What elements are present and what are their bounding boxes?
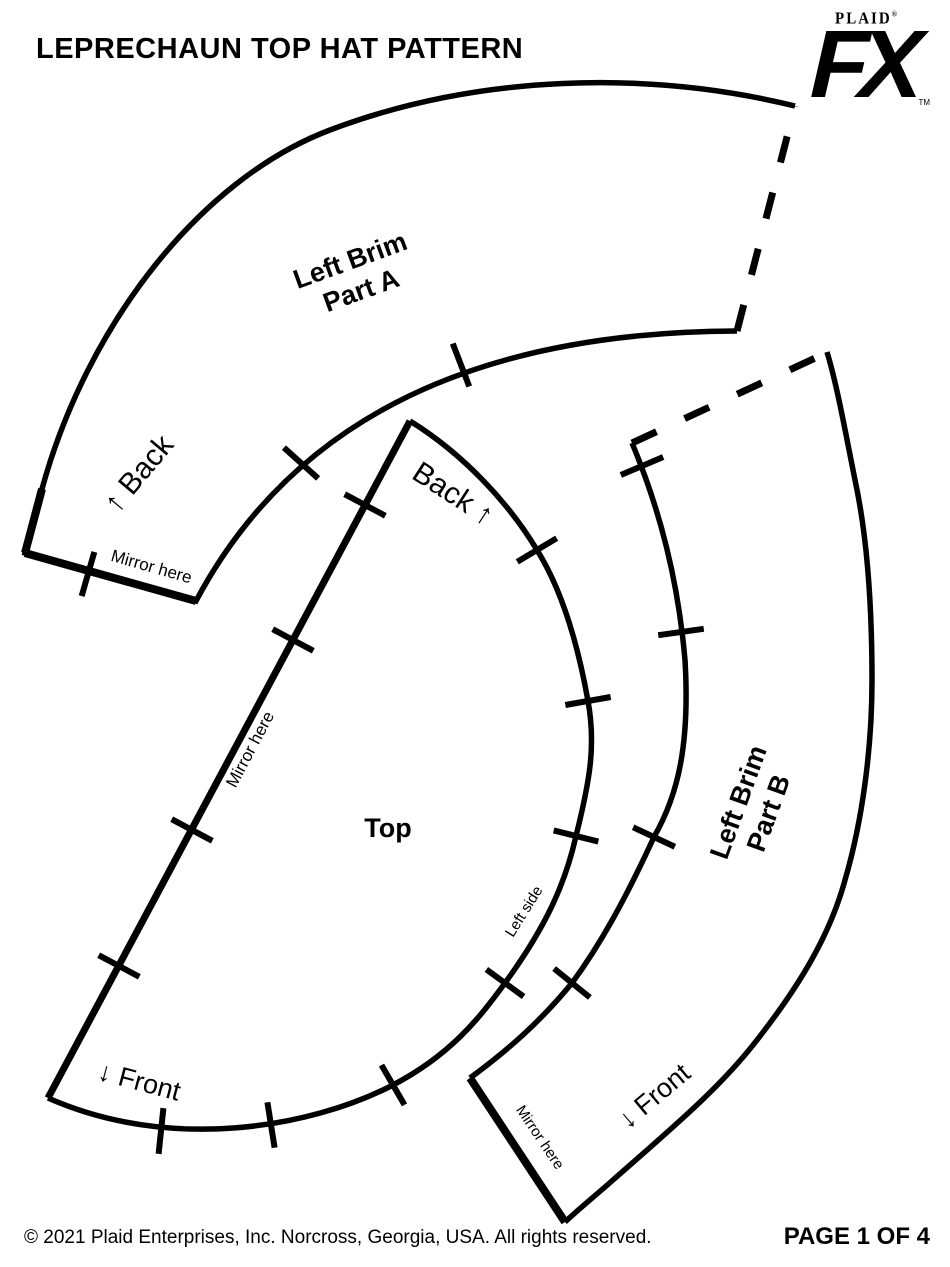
tick-mark bbox=[657, 625, 705, 639]
registered-mark: ® bbox=[891, 9, 899, 19]
piece-left-brim-part-b: Left Brim Part B ↓ Front Mirror here bbox=[466, 350, 875, 1225]
tick-mark bbox=[155, 1107, 167, 1155]
tick-mark bbox=[484, 967, 526, 999]
part-a-outline bbox=[21, 79, 796, 605]
tick-mark bbox=[271, 626, 315, 654]
logo-brand-text: PLAID® bbox=[835, 9, 899, 29]
piece-top: Top Back ↑ ↓ Front Mirror here Left side bbox=[44, 418, 612, 1155]
top-fill bbox=[48, 421, 592, 1130]
tick-mark bbox=[343, 491, 387, 519]
part-b-inner-curve bbox=[468, 441, 689, 1081]
piece-left-brim-part-a: Left Brim Part A ↑ Back Mirror here bbox=[21, 79, 799, 605]
tick-mark bbox=[264, 1101, 278, 1149]
copyright-text: © 2021 Plaid Enterprises, Inc. Norcross,… bbox=[24, 1227, 652, 1248]
part-a-mirror-edge bbox=[23, 549, 198, 605]
tick-mark bbox=[552, 966, 592, 1000]
tick-mark bbox=[515, 535, 559, 565]
part-b-mirror-edge bbox=[466, 1075, 569, 1225]
part-a-fill bbox=[25, 82, 795, 601]
tick-mark bbox=[552, 827, 600, 845]
part-a-dashed-edge bbox=[733, 105, 799, 332]
tick-mark bbox=[564, 694, 612, 708]
plaid-fx-logo: PLAID® FX TM bbox=[802, 9, 932, 118]
part-b-fill bbox=[470, 352, 872, 1222]
tick-mark bbox=[97, 952, 141, 980]
page-title: LEPRECHAUN TOP HAT PATTERN bbox=[36, 33, 524, 65]
part-b-dashed-edge bbox=[630, 350, 826, 447]
page-number: PAGE 1 OF 4 bbox=[783, 1223, 930, 1250]
tick-mark bbox=[78, 551, 98, 597]
top-mirror-edge bbox=[44, 419, 414, 1100]
tick-mark bbox=[449, 342, 473, 388]
top-label: Top bbox=[364, 813, 411, 843]
part-b-outer-curve bbox=[563, 351, 875, 1225]
tick-mark bbox=[631, 824, 677, 850]
part-a-end-cut-edge bbox=[21, 487, 46, 555]
tick-mark bbox=[170, 816, 214, 844]
trademark-mark: TM bbox=[918, 98, 930, 108]
tick-mark bbox=[281, 445, 321, 481]
tick-mark bbox=[378, 1063, 408, 1107]
tick-mark bbox=[619, 454, 665, 478]
